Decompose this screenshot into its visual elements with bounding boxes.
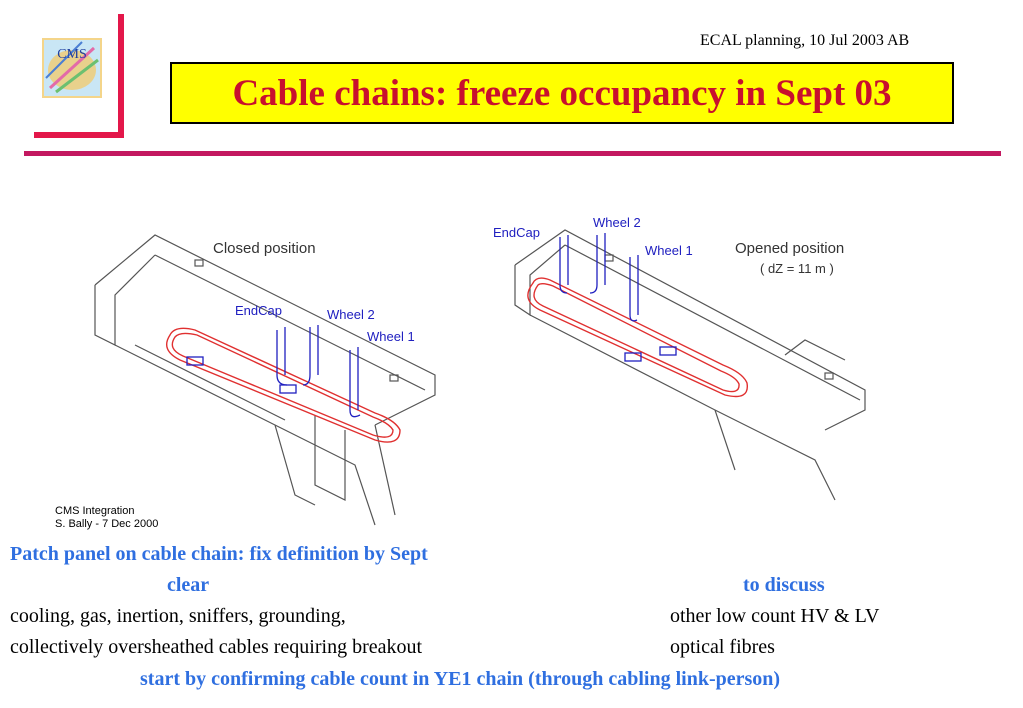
header-note: ECAL planning, 10 Jul 2003 AB	[700, 32, 910, 49]
discuss-item: other low count HV & LV	[670, 605, 880, 627]
endcap-label: EndCap	[235, 303, 282, 318]
patch-panel-line: Patch panel on cable chain: fix definiti…	[10, 543, 428, 565]
svg-text:CMS: CMS	[57, 47, 87, 62]
clear-heading: clear	[167, 574, 210, 596]
credit-line-2: S. Bally - 7 Dec 2000	[55, 518, 158, 530]
opened-caption: Opened position	[735, 240, 844, 257]
wheel-connectors-open	[559, 233, 677, 362]
opened-position-diagram: EndCap Wheel 2 Wheel 1 Opened position (…	[493, 215, 866, 501]
title-box: Cable chains: freeze occupancy in Sept 0…	[170, 62, 954, 124]
endcap-label-open: EndCap	[493, 225, 540, 240]
opened-subcaption: ( dZ = 11 m )	[760, 261, 834, 276]
discuss-item: optical fibres	[670, 636, 775, 658]
wheel2-label: Wheel 2	[327, 307, 375, 322]
wheel-connectors	[186, 325, 361, 418]
credit-line-1: CMS Integration	[55, 505, 134, 517]
support-structure-open	[514, 229, 866, 501]
cable-chain	[166, 327, 401, 443]
wheel1-label: Wheel 1	[367, 329, 415, 344]
wheel1-label-open: Wheel 1	[645, 243, 693, 258]
cms-logo: CMS	[42, 38, 102, 98]
closed-caption: Closed position	[213, 240, 316, 257]
discuss-heading: to discuss	[743, 574, 825, 596]
accent-bracket-horizontal	[34, 132, 124, 138]
footer-action: start by confirming cable count in YE1 c…	[140, 668, 781, 690]
support-structure	[94, 234, 436, 526]
title-rule	[24, 151, 1001, 156]
wheel2-label-open: Wheel 2	[593, 215, 641, 230]
cable-chain-open	[527, 277, 749, 398]
slide-title: Cable chains: freeze occupancy in Sept 0…	[232, 72, 892, 114]
accent-bracket-vertical	[118, 14, 124, 138]
clear-item: collectively oversheathed cables requiri…	[10, 636, 423, 658]
closed-position-diagram: Closed position EndCap Wheel 2 Wheel 1 C…	[55, 234, 436, 530]
clear-item: cooling, gas, inertion, sniffers, ground…	[10, 605, 346, 627]
